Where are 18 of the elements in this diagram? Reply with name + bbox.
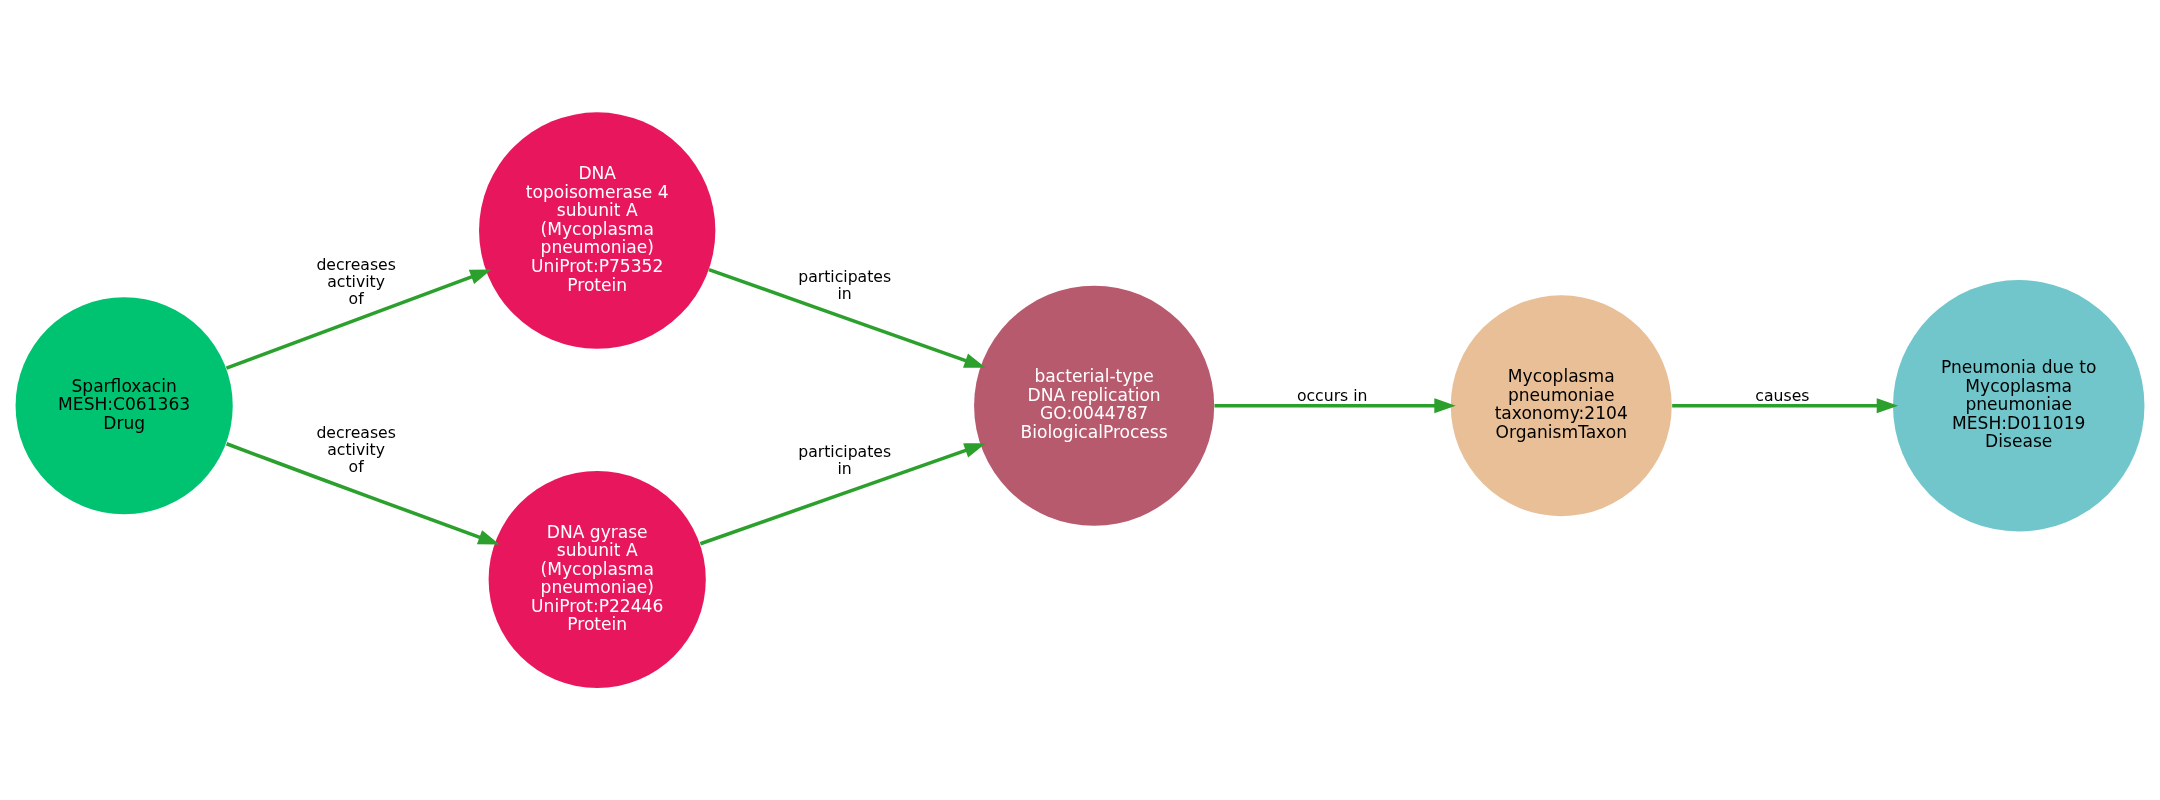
- arrow: [699, 442, 986, 545]
- arrow: [225, 268, 492, 370]
- arrow: [1672, 397, 1899, 413]
- node-circle: DNA topoisomerase 4 subunit A (Mycoplasma pneumoniae) UniProt:P75352 Protein: [479, 111, 716, 349]
- node-circle: Sparfloxacin MESH:C061363 Drug: [15, 296, 233, 514]
- arrow: [225, 441, 500, 545]
- edge-label: participates in: [798, 266, 892, 303]
- node-circle: bacterial-type DNA replication GO:0044787 BiologicalProcess: [974, 285, 1215, 526]
- edge-label: participates in: [798, 441, 892, 478]
- edge-label: decreases activity of: [316, 422, 396, 476]
- arrow: [708, 267, 986, 368]
- node-circle: Mycoplasma pneumoniae taxonomy:2104 OrganismTaxon: [1450, 294, 1672, 516]
- node-circle: Pneumonia due to Mycoplasma pneumoniae MESH:D011019 Disease: [1893, 279, 2145, 531]
- node-circle: DNA gyrase subunit A (Mycoplasma pneumoniae) UniProt:P22446 Protein: [488, 470, 706, 688]
- arrow: [1214, 397, 1456, 413]
- edge-label: causes: [1755, 385, 1810, 405]
- edge-label: occurs in: [1296, 385, 1368, 405]
- edge-label: decreases activity of: [316, 254, 396, 308]
